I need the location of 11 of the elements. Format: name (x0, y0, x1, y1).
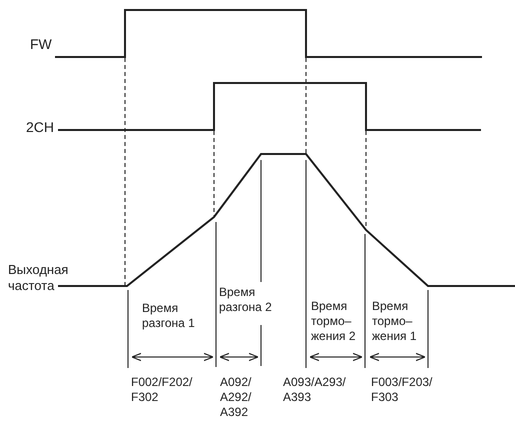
signal-name: Выходная частота (8, 262, 70, 294)
interval-label: Время тормо– жения 1 (372, 299, 418, 344)
parameter-code: A092/ A292/ A392 (220, 375, 252, 420)
interval-label: Время разгона 2 (219, 285, 273, 315)
interval-label: Время тормо– жения 2 (311, 299, 357, 344)
signal-name: 2CH (26, 119, 54, 136)
parameter-code: A093/A293/ A393 (283, 375, 347, 405)
parameter-code: F002/F202/ F302 (131, 375, 194, 405)
signal-name: FW (30, 36, 52, 54)
interval-label: Время разгона 1 (142, 301, 196, 331)
parameter-code: F003/F203/ F303 (371, 375, 434, 405)
